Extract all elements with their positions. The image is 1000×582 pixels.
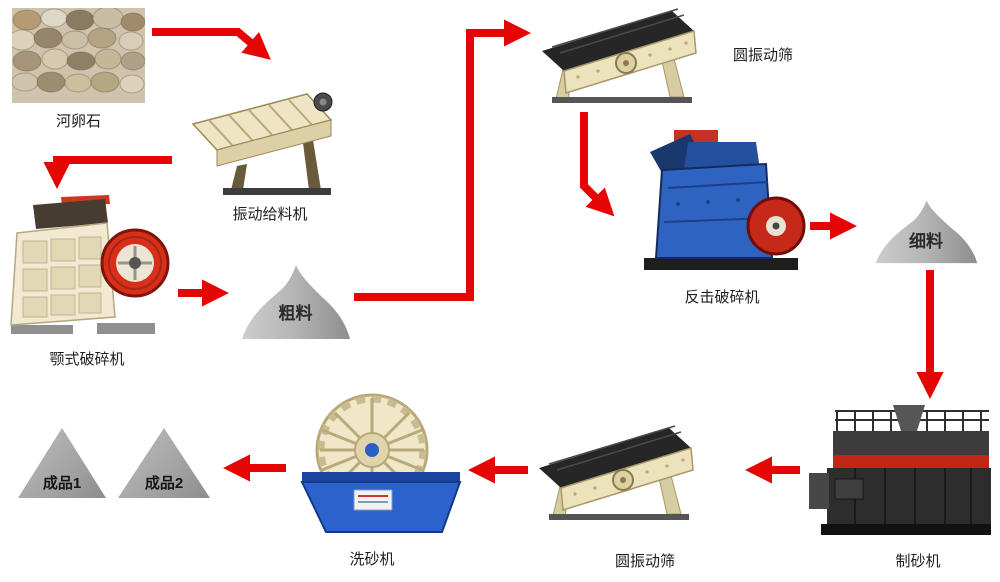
impact-crusher bbox=[638, 118, 806, 276]
impact-crusher-illustration bbox=[644, 130, 806, 270]
sand-making-machine-label: 制砂机 bbox=[895, 553, 941, 570]
pebbles-label: 河卵石 bbox=[55, 113, 101, 130]
vibrating-screen-top-illustration bbox=[542, 8, 697, 103]
sand-making-machine-illustration bbox=[809, 405, 991, 535]
vibrating-feeder-illustration bbox=[191, 92, 333, 195]
pebbles-image bbox=[12, 8, 145, 103]
arrow-pebbles-to-feeder bbox=[152, 28, 271, 60]
fine-pile-illustration bbox=[875, 200, 978, 264]
vibrating-screen-top-label: 圆振动筛 bbox=[733, 47, 794, 64]
sand-making-machine bbox=[805, 405, 995, 540]
coarse-material-pile: 粗料 bbox=[238, 255, 353, 340]
vibrating-feeder bbox=[185, 82, 355, 197]
sand-washing-machine-label: 洗砂机 bbox=[349, 551, 395, 568]
product1-label: 成品1 bbox=[42, 475, 82, 492]
coarse-pile-illustration bbox=[242, 265, 350, 339]
arrow-feeder-to-jaw-crusher bbox=[43, 156, 172, 190]
coarse-material-label: 粗料 bbox=[278, 304, 313, 323]
vibrating-feeder-label: 振动给料机 bbox=[232, 206, 308, 223]
arrow-coarse-to-screen-top bbox=[354, 19, 532, 301]
jaw-crusher bbox=[5, 195, 170, 345]
jaw-crusher-label: 颚式破碎机 bbox=[49, 351, 125, 368]
arrow-screen-top-to-impact-crusher bbox=[580, 112, 615, 217]
product2-label: 成品2 bbox=[144, 475, 184, 492]
sand-washing-machine-illustration bbox=[300, 393, 462, 533]
sand-washing-machine bbox=[292, 392, 464, 534]
product-pile-2-labelwrap: 成品2 bbox=[118, 428, 210, 498]
vibrating-screen-bottom-label: 圆振动筛 bbox=[614, 553, 675, 570]
fine-material-label: 细料 bbox=[909, 232, 943, 251]
pebbles-illustration bbox=[12, 8, 145, 103]
vibrating-screen-top bbox=[538, 5, 706, 105]
vibrating-screen-bottom-illustration bbox=[539, 425, 694, 520]
fine-material-pile: 细料 bbox=[872, 192, 980, 264]
jaw-crusher-illustration bbox=[10, 195, 170, 334]
vibrating-screen-bottom bbox=[535, 422, 703, 522]
product-pile-1-labelwrap: 成品1 bbox=[18, 428, 106, 498]
impact-crusher-label: 反击破碎机 bbox=[684, 289, 760, 306]
